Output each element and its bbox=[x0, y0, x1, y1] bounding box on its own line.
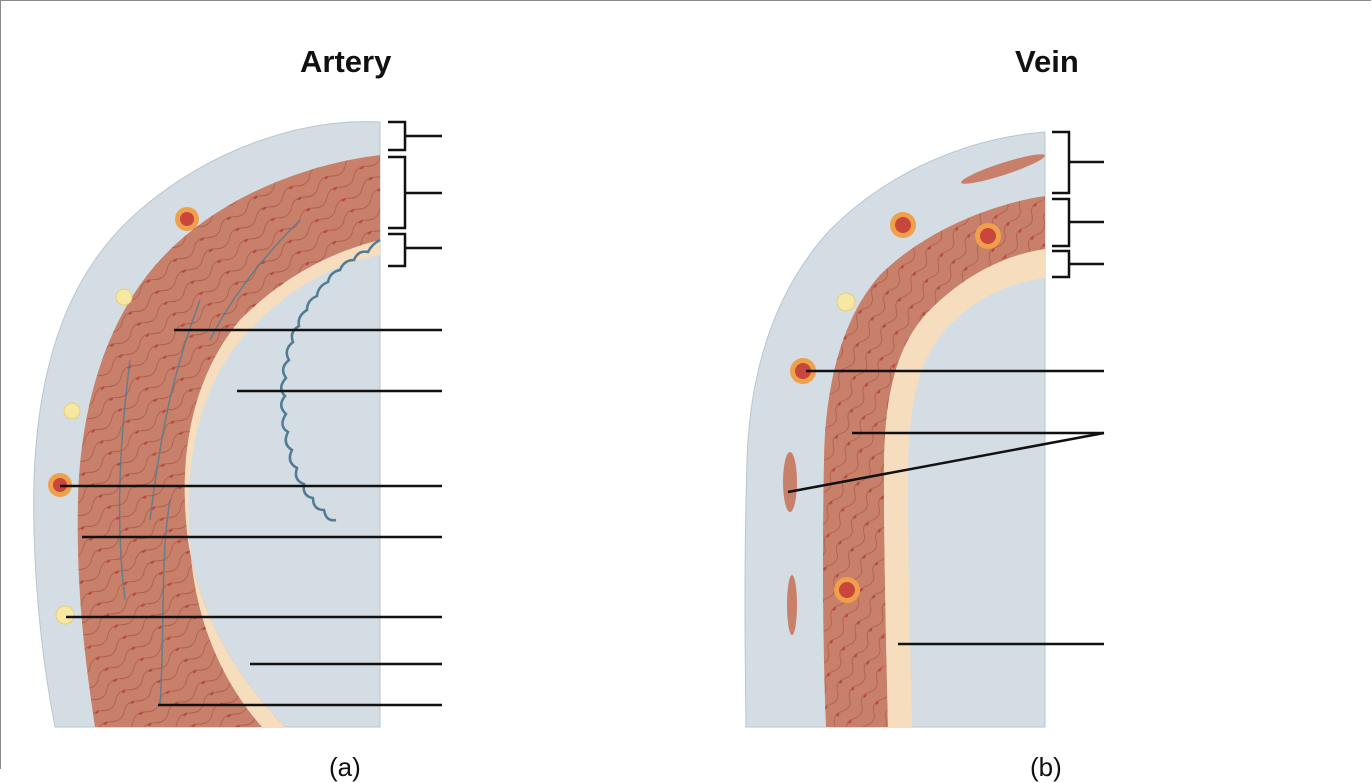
artery-bracket-media bbox=[388, 155, 442, 230]
vein-bracket-externa bbox=[1052, 130, 1104, 195]
vein-wall bbox=[744, 131, 1046, 728]
vein-nerve-1 bbox=[836, 292, 856, 312]
artery-wall bbox=[33, 121, 381, 728]
vein-tunica-intima bbox=[884, 249, 1045, 727]
artery-nerve-3 bbox=[55, 605, 75, 625]
artery-brackets bbox=[388, 120, 442, 268]
vein-bracket-intima bbox=[1052, 249, 1104, 279]
vein-leader-3 bbox=[787, 431, 1105, 494]
vein-leader-lines bbox=[787, 369, 1105, 646]
artery-nerve-1 bbox=[115, 288, 133, 306]
artery-title: Artery bbox=[300, 44, 392, 79]
artery-bracket-intima bbox=[388, 232, 442, 268]
vein-title: Vein bbox=[1015, 44, 1079, 79]
artery-leader-lines bbox=[60, 328, 442, 707]
vein-brackets bbox=[1052, 130, 1104, 279]
artery-nerve-2 bbox=[63, 402, 81, 420]
vein-bracket-media bbox=[1052, 197, 1104, 248]
artery-elastic-membrane bbox=[280, 238, 381, 522]
artery-bracket-externa bbox=[388, 120, 442, 152]
